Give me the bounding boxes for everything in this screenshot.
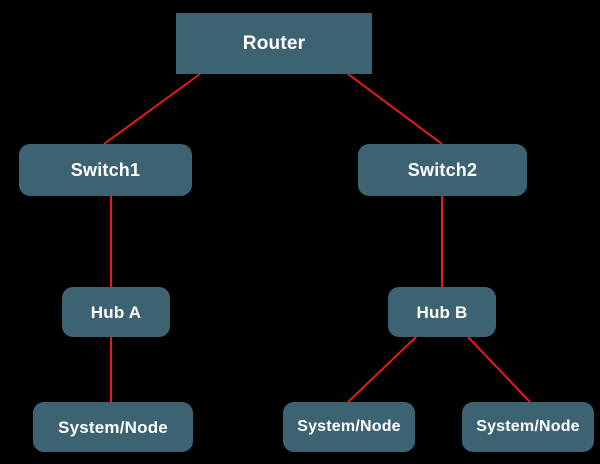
link-hub-b-system-node-3 — [467, 336, 531, 403]
node-system-node-1-label: System/Node — [58, 417, 168, 437]
node-system-node-2-label: System/Node — [297, 418, 401, 435]
link-router-switch2 — [347, 73, 443, 145]
node-system-node-2[interactable]: System/Node — [283, 402, 415, 452]
node-hub-b-label: Hub B — [416, 302, 468, 322]
node-hub-a-label: Hub A — [90, 302, 142, 322]
node-switch1-label: Switch1 — [70, 160, 141, 180]
link-hub-b-system-node-2 — [347, 336, 417, 403]
node-router-label: Router — [242, 33, 306, 54]
node-switch2-label: Switch2 — [407, 160, 478, 180]
link-router-switch1 — [103, 73, 201, 145]
node-hub-b[interactable]: Hub B — [388, 287, 496, 337]
node-hub-a[interactable]: Hub A — [62, 287, 170, 337]
node-system-node-1[interactable]: System/Node — [33, 402, 193, 452]
node-switch2[interactable]: Switch2 — [358, 144, 527, 196]
node-router[interactable]: Router — [176, 13, 372, 74]
node-switch1[interactable]: Switch1 — [19, 144, 192, 196]
node-system-node-3-label: System/Node — [476, 418, 580, 435]
node-system-node-3[interactable]: System/Node — [462, 402, 594, 452]
